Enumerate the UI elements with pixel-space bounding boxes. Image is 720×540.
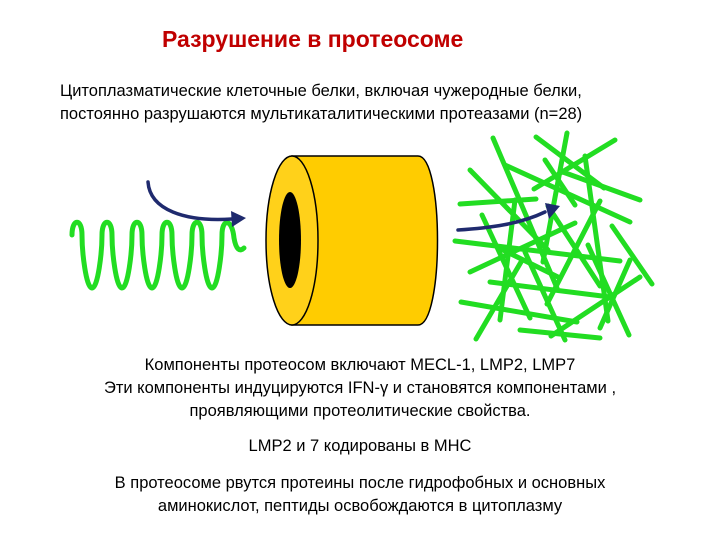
conclusion-text: В протеосоме рвутся протеины после гидро… (0, 472, 720, 518)
components-line-1: Компоненты протеосом включают MECL-1, LM… (0, 354, 720, 377)
input-arrow (148, 182, 232, 219)
conclusion-line-2: аминокислот, пептиды освобождаются в цит… (0, 495, 720, 518)
unfolded-protein-coil (72, 222, 244, 288)
conclusion-line-1: В протеосоме рвутся протеины после гидро… (0, 472, 720, 495)
components-line-3: проявляющими протеолитические свойства. (0, 400, 720, 423)
proteasome-cylinder (266, 156, 438, 325)
components-line-2: Эти компоненты индуцируются IFN-γ и стан… (0, 377, 720, 400)
mhc-text: LMP2 и 7 кодированы в MHC (0, 437, 720, 456)
peptide-fragments (455, 133, 652, 340)
input-arrow-head (231, 211, 246, 227)
proteasome-channel (279, 192, 301, 288)
components-text: Компоненты протеосом включают MECL-1, LM… (0, 354, 720, 423)
